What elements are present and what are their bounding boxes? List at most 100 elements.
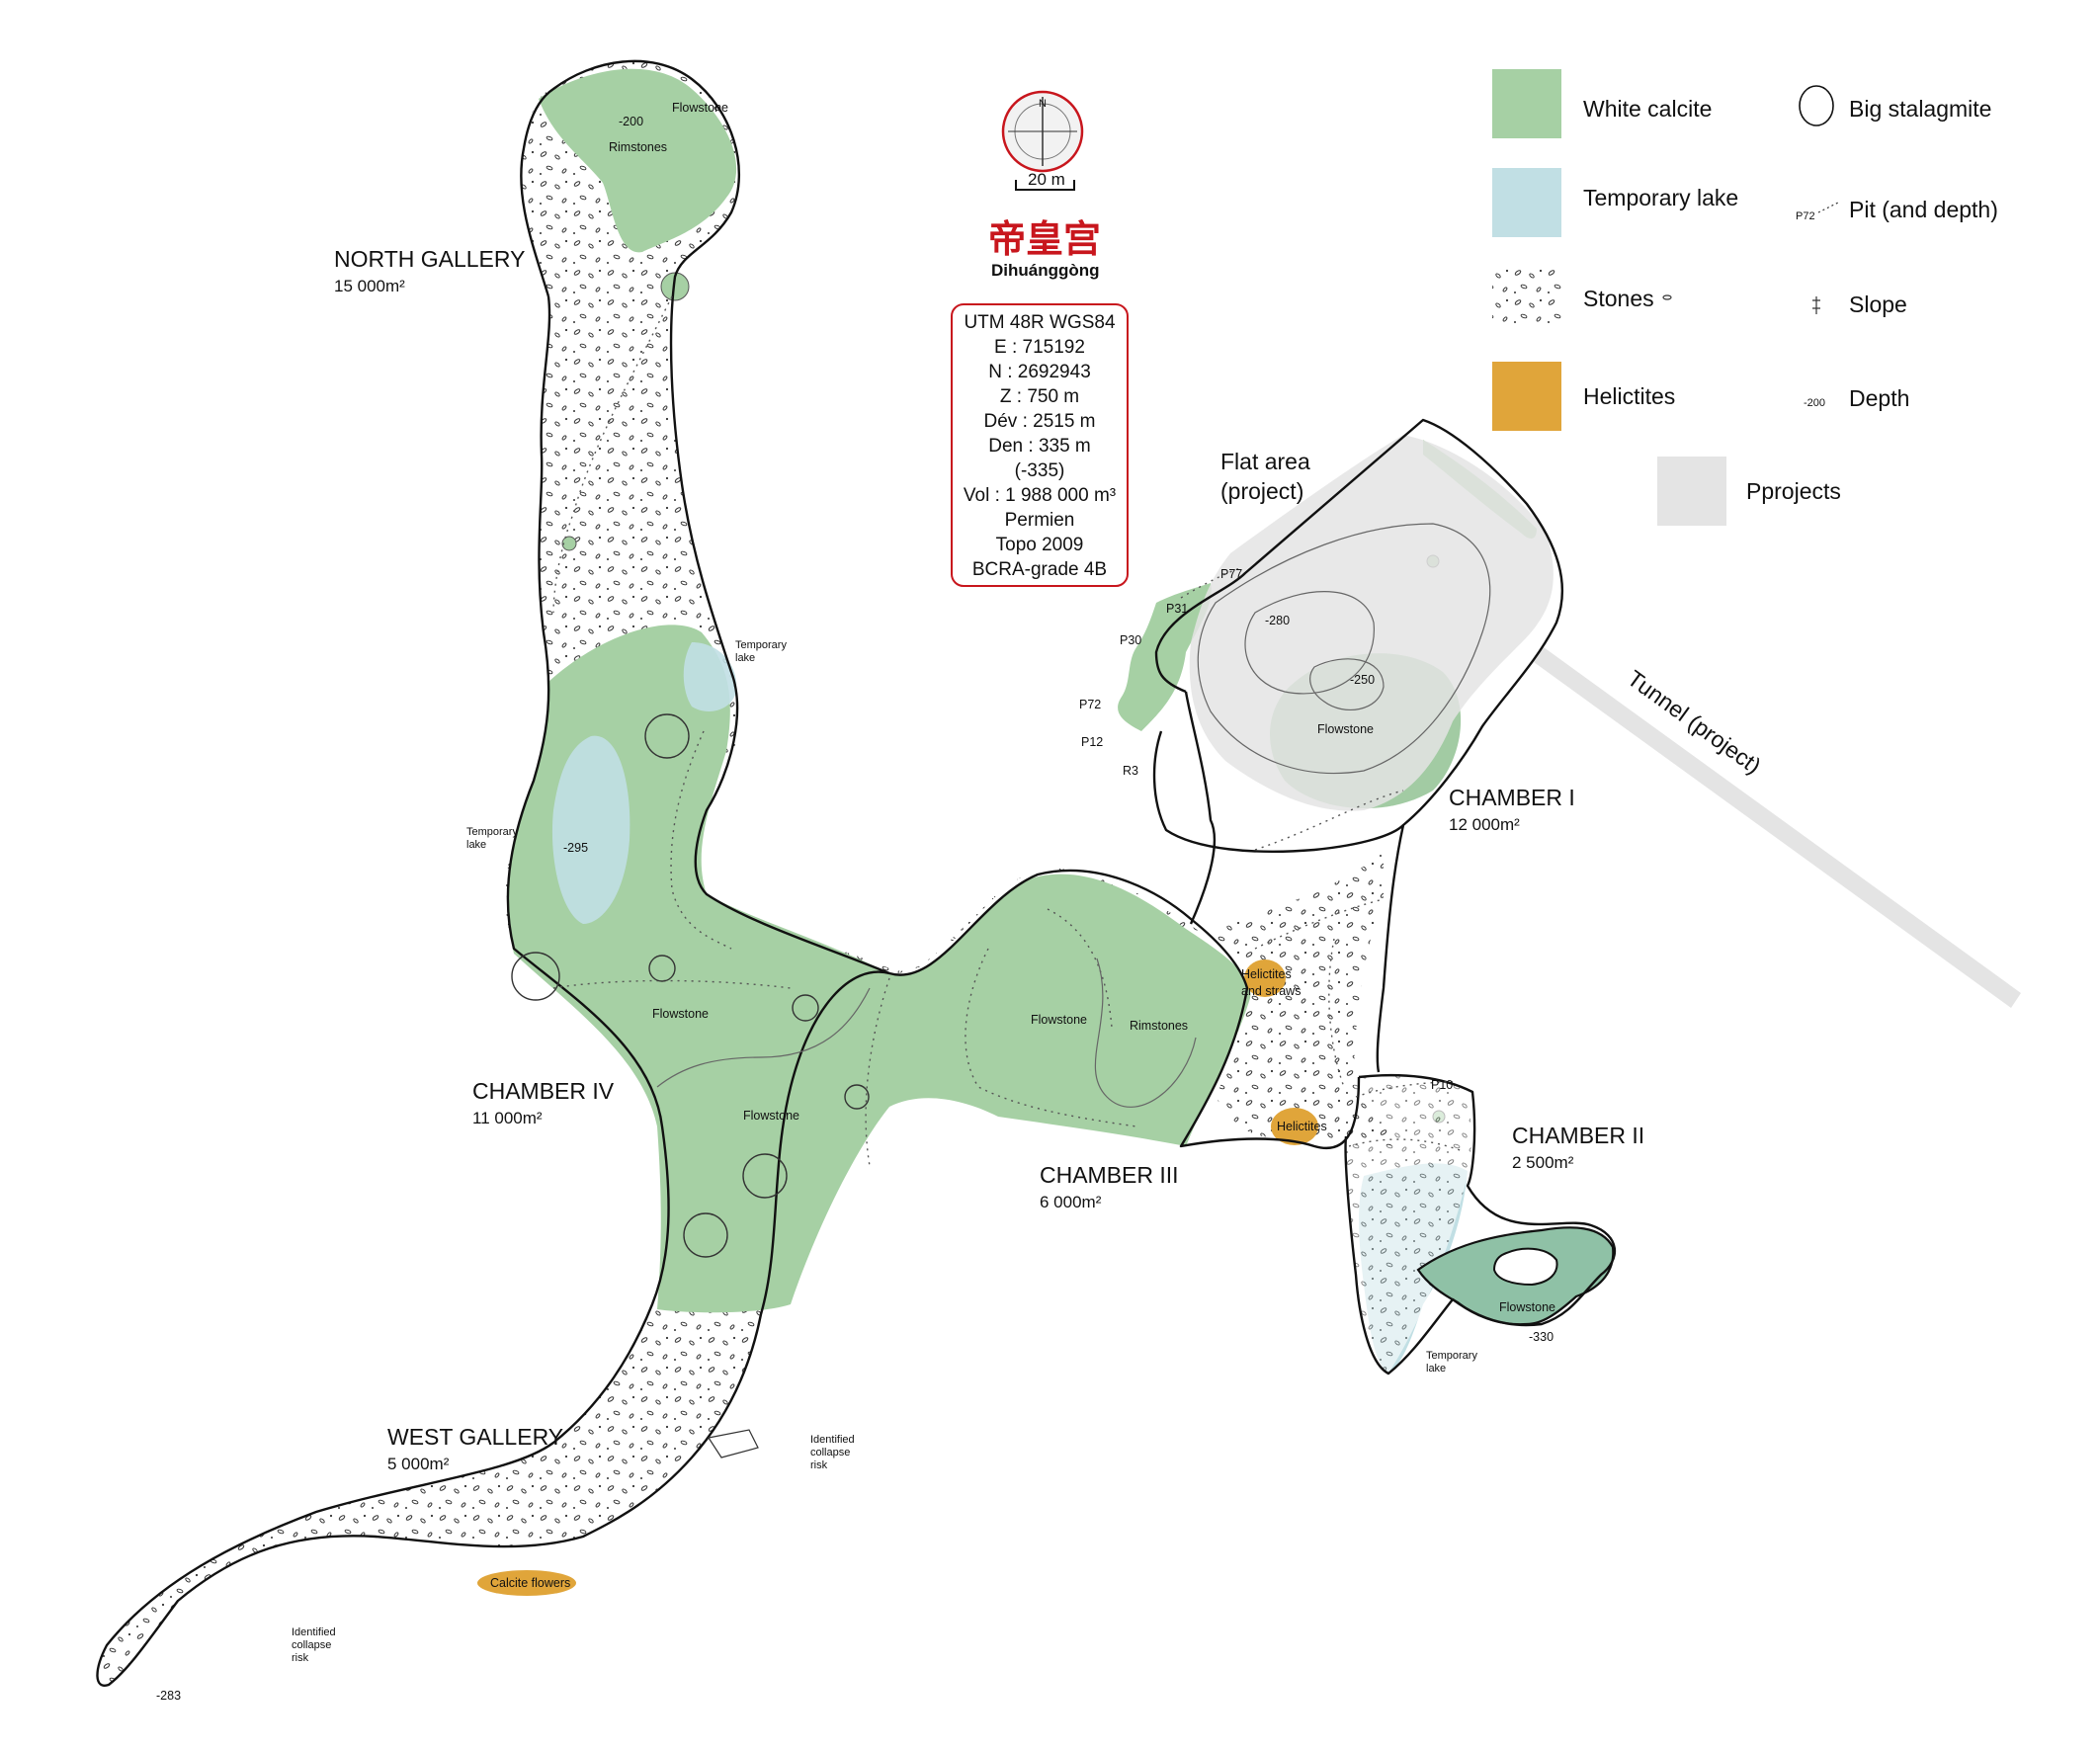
pit-label: P30: [1120, 633, 1141, 647]
slope-pits: [1180, 567, 1241, 599]
helictites-label: Helictites: [1277, 1120, 1327, 1133]
projects-area: [1189, 435, 2021, 1008]
title-block: 帝皇宫 Dihuánggòng: [988, 217, 1101, 280]
stalagmite: [844, 1084, 870, 1110]
helictites-areas: [477, 959, 1318, 1596]
contour-i-3: [1197, 523, 1491, 775]
cave-body: [97, 61, 1404, 1686]
legend-temporary-lake: Temporary lake: [1583, 185, 1738, 210]
legend-swatch-white-calcite: [1492, 69, 1561, 138]
north-gallery-east-wall: [96, 295, 890, 1687]
flat-area-project-label: (project): [1220, 478, 1303, 504]
stalagmite: [648, 955, 676, 982]
pit-icon: [1817, 202, 1839, 213]
legend-depth: Depth: [1849, 385, 1909, 411]
depth-label: -283: [156, 1689, 181, 1703]
chamber-i-wall: [1154, 418, 1564, 1073]
slope-iv-3: [865, 977, 890, 1167]
legend-projects: Pprojects: [1746, 478, 1841, 504]
chamber-iii-name: CHAMBER III: [1040, 1162, 1179, 1188]
chamber-iii-east-wall: [1184, 691, 1217, 925]
cave-walls: [96, 59, 1616, 1687]
feature-labels: Flowstone Rimstones -200 Temporary lake …: [156, 101, 1555, 1703]
helictites-straws-label-2: and straws: [1241, 984, 1301, 998]
info-line: Topo 2009: [996, 535, 1084, 555]
info-line: Den : 335 m: [988, 436, 1091, 457]
collapse-block: [708, 1429, 759, 1458]
main-cave-outline: [97, 61, 1404, 1686]
collapse-label-2: collapse: [292, 1639, 331, 1651]
chamber-iii-wall: [888, 869, 1361, 1149]
depth-label: -250: [1350, 673, 1375, 687]
chamber-ii-hole: [1492, 1247, 1558, 1287]
chamber-i-south-wall: [1152, 730, 1404, 854]
legend-slope: Slope: [1849, 292, 1907, 317]
collapse-label-3: risk: [810, 1459, 828, 1471]
pit-label: R3: [1123, 764, 1138, 778]
temporary-lake-label-2: lake: [1426, 1363, 1446, 1375]
rimstones-label: Rimstones: [609, 140, 667, 154]
compass: N: [1001, 90, 1084, 173]
legend-big-stalagmite: Big stalagmite: [1849, 96, 1991, 122]
info-line: E : 715192: [994, 337, 1085, 358]
scale-label: 20 m: [1028, 170, 1065, 189]
info-line: Dév : 2515 m: [984, 411, 1096, 432]
flowstone-label: Flowstone: [672, 101, 728, 115]
temporary-lake-label: Temporary: [1426, 1350, 1477, 1362]
flowstone-label: Flowstone: [743, 1109, 799, 1123]
info-line: N : 2692943: [988, 362, 1091, 382]
helictites-straws-label: Helictites: [1241, 967, 1292, 981]
temporary-lake-label-2: lake: [466, 839, 486, 851]
flowstone-label: Flowstone: [1031, 1013, 1087, 1027]
slope-iv-1: [670, 730, 732, 950]
pit-label: P31: [1166, 602, 1188, 616]
legend-depth-symbol: -200: [1804, 397, 1825, 409]
north-gallery-west-wall: [520, 59, 890, 975]
north-gallery-size: 15 000m²: [334, 277, 405, 295]
title-pinyin: Dihuánggòng: [991, 261, 1100, 280]
title-chinese: 帝皇宫: [988, 217, 1101, 261]
legend-swatch-helictites: [1492, 362, 1561, 431]
stalagmite: [644, 713, 690, 759]
depth-label: -295: [563, 841, 588, 855]
slope-i-1: [1254, 790, 1404, 851]
pit-label: P12: [1081, 735, 1103, 749]
pit-label: P10: [1431, 1078, 1453, 1092]
scale-bar: 20 m: [1015, 170, 1075, 191]
west-gallery-name: WEST GALLERY: [387, 1424, 563, 1450]
chamber-ii-body: [1344, 1075, 1471, 1374]
info-line: (-335): [1015, 460, 1065, 481]
legend-swatch-projects: [1657, 457, 1726, 526]
legend-swatch-stones: [1492, 267, 1561, 326]
calcite-flowers-label: Calcite flowers: [490, 1576, 570, 1590]
chamber-ii-wall: [1344, 1073, 1616, 1375]
helictites-straws-blob: [1244, 959, 1286, 997]
slope-iii-2: [1047, 908, 1113, 1029]
flowstone-label: Flowstone: [652, 1007, 709, 1021]
flowstone-label: Flowstone: [1317, 722, 1374, 736]
chamber-i-size: 12 000m²: [1449, 815, 1520, 834]
depth-label: -280: [1265, 614, 1290, 627]
contour-iv-2: [656, 987, 871, 1088]
calcite-flowers-blob: [477, 1570, 576, 1596]
stalagmite: [511, 952, 560, 1001]
chamber-i-name: CHAMBER I: [1449, 785, 1575, 810]
calcite-north: [539, 68, 737, 253]
temporary-lake-label-2: lake: [735, 652, 755, 664]
chamber-ii-name: CHAMBER II: [1512, 1123, 1644, 1148]
chamber-iii-size: 6 000m²: [1040, 1193, 1102, 1211]
collapse-markers: [708, 1429, 759, 1458]
legend-stones: Stones: [1583, 286, 1654, 311]
slope-ii-2: [1348, 1138, 1464, 1152]
collapse-label-2: collapse: [810, 1447, 850, 1458]
info-box: UTM 48R WGS84 E : 715192 N : 2692943 Z :…: [951, 303, 1129, 587]
calcite-pits: [1118, 583, 1212, 731]
big-stalagmites: [511, 713, 870, 1258]
info-line: Permien: [1005, 510, 1075, 531]
stalagmite: [742, 1153, 788, 1199]
slope-icon: [1812, 296, 1820, 314]
temporary-lake-label: Temporary: [735, 639, 787, 651]
legend: White calcite Temporary lake Stones Heli…: [1492, 69, 1998, 526]
contour-iv-1: [1094, 958, 1197, 1108]
